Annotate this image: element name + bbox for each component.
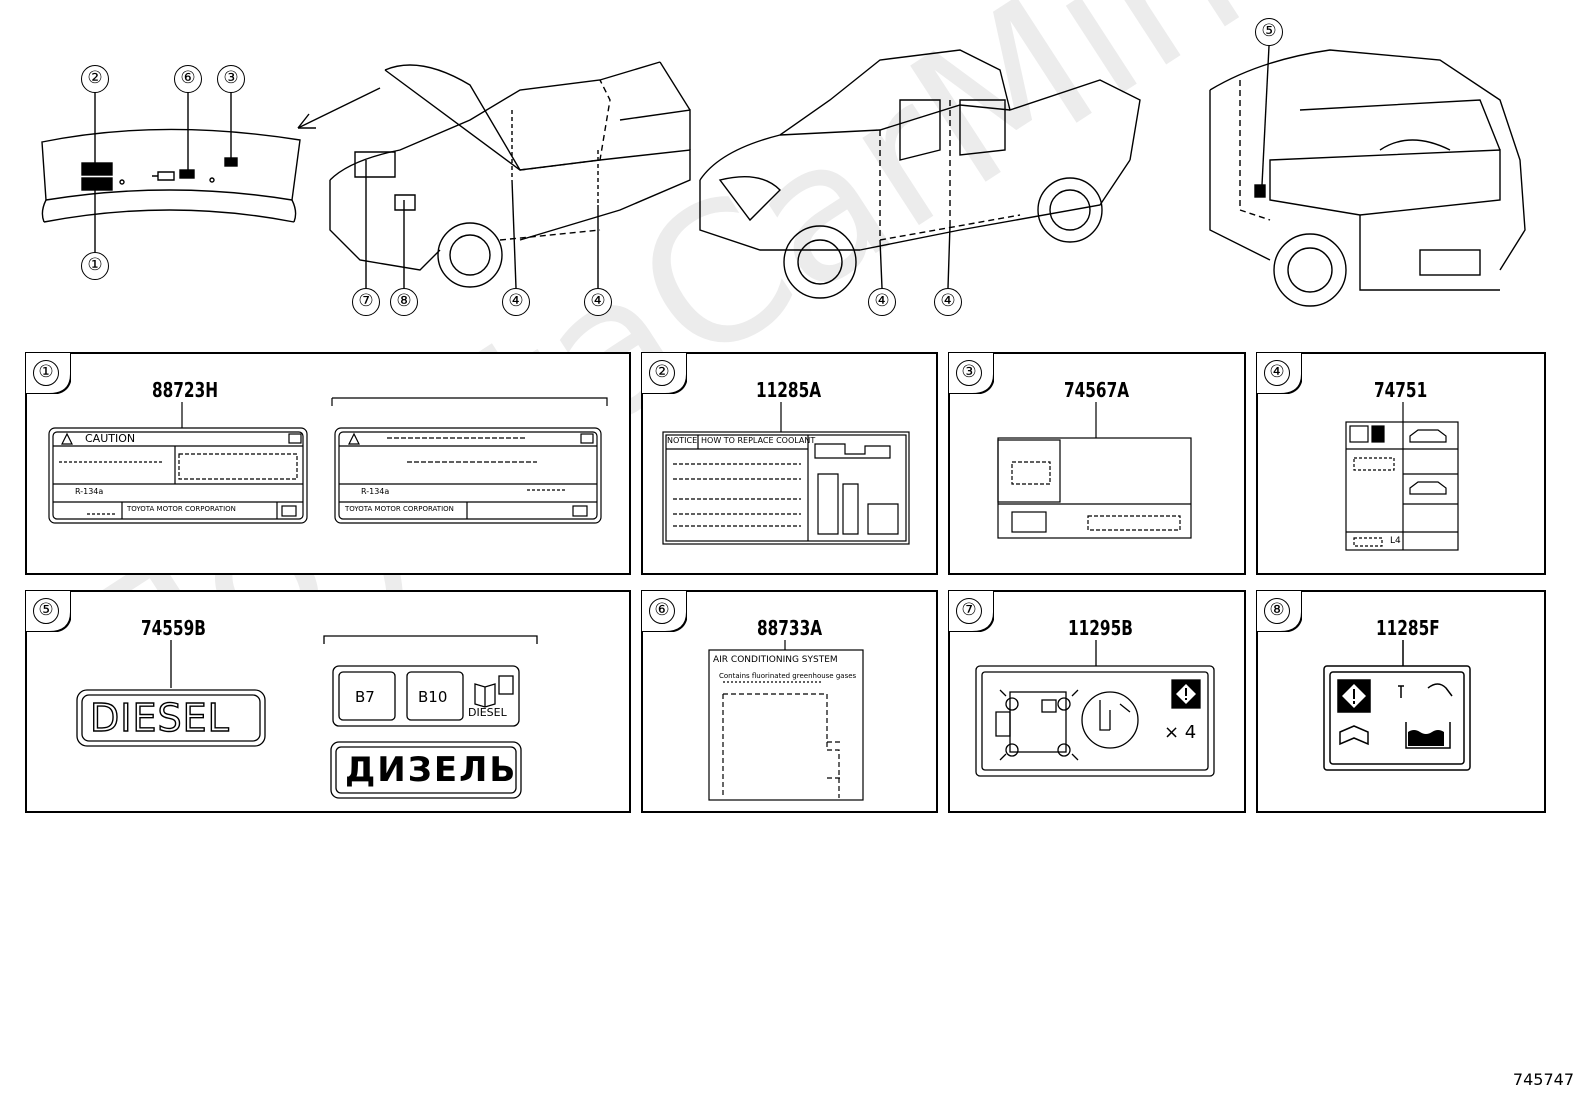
diesel-badge-text: DIESEL (89, 695, 230, 740)
refrigerant-text: R-134a (75, 487, 104, 496)
label-panel-5: ⑤ 74559B DIESEL B7 B10 DIESEL ДИЗЕЛЬ (25, 590, 631, 813)
ac-sub-text: Contains fluorinated greenhouse gases (719, 672, 857, 680)
part-number: 74751 (1374, 378, 1428, 402)
manufacturer-text: TOYOTA MOTOR CORPORATION (127, 505, 236, 513)
l4-text: L4 (1390, 536, 1401, 546)
label-88723h-drawing (48, 397, 608, 524)
panel-3-number: ③ (956, 360, 982, 386)
panel-1-number: ① (33, 360, 59, 386)
label-panel-4: ④ 74751 L4 (1256, 352, 1546, 575)
label-11285f-drawing (1323, 640, 1471, 771)
callout-1: ① (81, 252, 109, 280)
diesel-cyrillic-text: ДИЗЕЛЬ (345, 750, 518, 790)
part-number: 88733A (757, 616, 823, 640)
part-number: 74559B (141, 616, 206, 640)
panel-4-number: ④ (1264, 360, 1290, 386)
panel-5-number: ⑤ (33, 598, 59, 624)
part-number: 74567A (1064, 378, 1130, 402)
callout-4b: ④ (584, 288, 612, 316)
panel-7-number: ⑦ (956, 598, 982, 624)
label-11285a-drawing (662, 402, 910, 545)
part-number: 88723H (152, 378, 219, 402)
callout-4c: ④ (868, 288, 896, 316)
diagram-reference-id: 745747 (1512, 1070, 1574, 1089)
panel-6-number: ⑥ (649, 598, 675, 624)
label-panel-2: ② 11285A NOTICE HOW TO REPLACE COOLANT (641, 352, 938, 575)
callout-3: ③ (217, 65, 245, 93)
refrigerant-text-2: R-134a (361, 487, 390, 496)
part-number: 11295B (1068, 616, 1133, 640)
panel-2-number: ② (649, 360, 675, 386)
vehicle-illustrations (41, 45, 1526, 307)
notice-text: NOTICE (667, 436, 698, 445)
label-74567a-drawing (997, 402, 1192, 539)
b10-text: B10 (418, 688, 448, 706)
callout-4a: ④ (502, 288, 530, 316)
label-11295b-drawing (975, 640, 1215, 777)
callout-4d: ④ (934, 288, 962, 316)
caution-text: CAUTION (85, 432, 136, 445)
panel-8-number: ⑧ (1264, 598, 1290, 624)
label-88733a-drawing (708, 640, 864, 801)
b7-text: B7 (355, 688, 375, 706)
label-panel-7: ⑦ 11295B × 4 (948, 590, 1246, 813)
times4-text: × 4 (1164, 722, 1197, 743)
diesel-small-text: DIESEL (468, 706, 507, 719)
manufacturer-text-2: TOYOTA MOTOR CORPORATION (345, 505, 454, 513)
callout-6: ⑥ (174, 65, 202, 93)
callout-7: ⑦ (352, 288, 380, 316)
callout-5: ⑤ (1255, 18, 1283, 46)
label-74751-drawing (1345, 402, 1459, 551)
label-panel-6: ⑥ 88733A AIR CONDITIONING SYSTEM Contain… (641, 590, 938, 813)
callout-8: ⑧ (390, 288, 418, 316)
label-panel-1: ① 88723H (25, 352, 631, 575)
callout-2: ② (81, 65, 109, 93)
part-number: 11285A (756, 378, 822, 402)
coolant-text: HOW TO REPLACE COOLANT (701, 436, 816, 445)
ac-system-text: AIR CONDITIONING SYSTEM (713, 655, 838, 665)
label-74559b-drawing (76, 635, 538, 799)
label-panel-3: ③ 74567A (948, 352, 1246, 575)
part-number: 11285F (1376, 616, 1440, 640)
label-panel-8: ⑧ 11285F (1256, 590, 1546, 813)
